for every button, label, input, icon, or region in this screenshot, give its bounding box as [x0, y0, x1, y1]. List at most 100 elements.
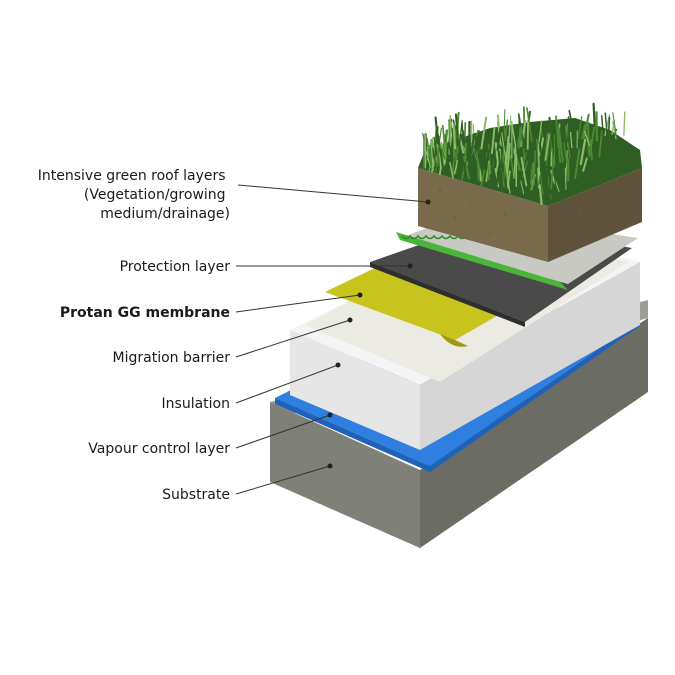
grass-blade [550, 169, 556, 185]
insulation-side [420, 262, 640, 450]
grass-blade [564, 167, 567, 190]
grass-blade [588, 126, 596, 158]
label-green-roof-line-3: medium/drainage) [100, 206, 230, 222]
substrate-front [270, 402, 420, 548]
label-green-roof-line-1: Intensive green roof layers [38, 168, 226, 184]
drainage-strip [396, 232, 568, 290]
substrate-side [420, 318, 648, 548]
grass-blade [604, 114, 611, 137]
grass-blade [518, 127, 522, 149]
grass-blade [496, 127, 502, 151]
grass-blade [520, 156, 528, 187]
grass-blade [452, 123, 457, 150]
leader-membrane [235, 294, 361, 313]
leader-substrate [235, 465, 331, 495]
grass-blade [461, 123, 465, 146]
grass-blade [480, 169, 486, 187]
grass-blade [520, 125, 523, 148]
label-green-roof-line-2: (Vegetation/growing [84, 187, 226, 203]
grass-blade [568, 110, 575, 136]
grass-blade [471, 136, 478, 157]
insulation-front [290, 330, 420, 450]
leader-dot-vapour [327, 412, 333, 418]
protection-edge [370, 262, 525, 327]
soil-front [418, 168, 548, 262]
leader-insulation [235, 364, 339, 404]
leader-dot-protection [407, 263, 413, 269]
grass-blade [606, 116, 611, 151]
grass-blade [582, 113, 590, 140]
grass-blade [453, 159, 459, 175]
grass-blade [432, 152, 437, 168]
grass-blade [598, 130, 603, 158]
grass-blade [563, 142, 570, 177]
grass-blade [504, 161, 511, 194]
grass-blade [447, 141, 454, 161]
grass-blade [480, 137, 486, 165]
grass-blade [492, 138, 497, 173]
membrane-curl [440, 334, 468, 347]
label-protection: Protection layer [120, 259, 231, 275]
grass-blade [612, 128, 617, 143]
leader-vapour [235, 414, 331, 449]
grass-blade [550, 155, 555, 190]
grass-blade [497, 150, 503, 176]
grass-blade [515, 134, 518, 154]
grass-blade [502, 155, 508, 181]
grass-blade [537, 120, 543, 149]
grass-blade [454, 113, 460, 147]
grass-blade [507, 170, 511, 188]
grass-blade [552, 168, 558, 194]
grass-blade [536, 138, 540, 169]
grass-blade [556, 159, 561, 179]
grass-blade [449, 161, 454, 179]
label-migration: Migration barrier [113, 350, 231, 366]
label-vapour: Vapour control layer [88, 441, 230, 457]
grass-vegetation [418, 102, 642, 206]
grass-blade [563, 121, 568, 140]
label-membrane: Protan GG membrane [60, 305, 230, 321]
grass-blade [612, 112, 617, 134]
labels: Intensive green roof layers (Vegetation/… [38, 168, 230, 503]
grass-blade [579, 138, 587, 166]
grass-blade [537, 172, 542, 187]
grass-blade [545, 165, 549, 196]
grass-blade [577, 115, 583, 139]
leader-migration [235, 319, 351, 358]
grass-blade [544, 133, 551, 161]
grass-blade [483, 149, 490, 184]
grass-blade [530, 169, 533, 191]
soil-block [418, 168, 642, 262]
grass-blade [600, 115, 605, 146]
grass-blade [463, 157, 468, 172]
grass-blade [548, 116, 554, 148]
leader-dot-migration [347, 317, 353, 323]
grass-blade [537, 148, 541, 176]
grass-blade [557, 127, 564, 163]
grass-blade [500, 146, 504, 169]
grass-blade [504, 119, 509, 141]
vapour-edge [275, 398, 430, 472]
grass-blade [538, 142, 546, 177]
grass-blade [495, 157, 499, 173]
grass-blade [434, 126, 439, 158]
grass-blade [468, 133, 476, 162]
grass-blade [581, 123, 586, 140]
grass-blade [449, 115, 452, 149]
vapour-edge-side [430, 320, 640, 472]
grass-blade [502, 128, 507, 151]
grass-blade [567, 116, 570, 143]
leader-dot-substrate [327, 463, 333, 469]
grass-blades [422, 102, 626, 206]
grass-blade [426, 137, 433, 171]
grass-blade [475, 144, 483, 172]
grass-blade [569, 131, 573, 149]
grass-blade [517, 113, 524, 142]
grass-blade [506, 142, 511, 175]
grass-blade [529, 184, 537, 200]
label-green-roof: Intensive green roof layers (Vegetation/… [38, 168, 230, 222]
soil-texture [438, 188, 612, 242]
leader-dot-insulation [335, 362, 341, 368]
grass-blade [538, 184, 543, 206]
grass-blade [533, 150, 537, 186]
